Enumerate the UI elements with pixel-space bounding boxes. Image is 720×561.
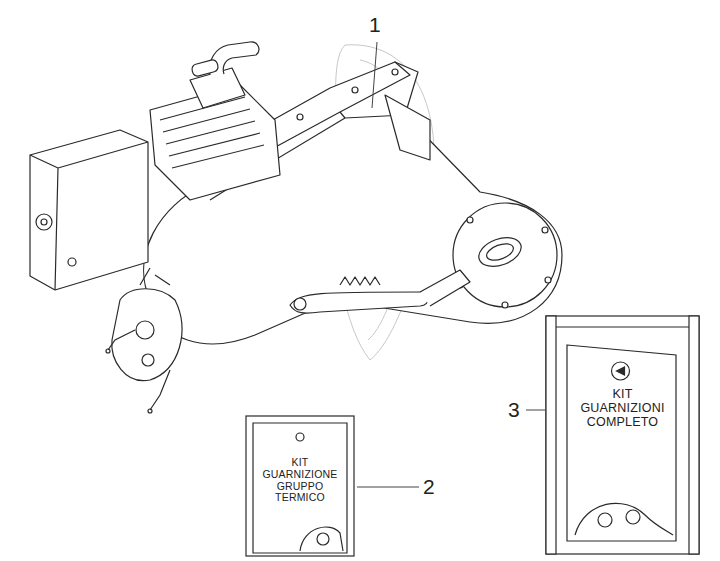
crankcase — [112, 289, 182, 381]
logo — [296, 433, 304, 441]
package-side — [546, 316, 556, 554]
kick-spring — [340, 277, 380, 285]
cover-logo-inner — [484, 241, 515, 264]
choke-knob — [191, 59, 219, 77]
transmission-cover — [144, 62, 562, 344]
cooling-fins — [160, 97, 264, 168]
air-filter-box — [30, 130, 148, 290]
callout-number: 2 — [423, 476, 435, 497]
bolt — [545, 277, 551, 283]
kit-label: KIT GUARNIZIONI COMPLETO — [573, 387, 673, 429]
bolt — [392, 69, 398, 75]
crank-boss — [136, 321, 154, 339]
bolt — [352, 87, 358, 93]
crank-boss — [142, 354, 154, 366]
gasket-drawing — [300, 527, 343, 551]
leader-line — [357, 487, 419, 488]
bolt — [542, 227, 548, 233]
gasket-hole — [317, 533, 329, 545]
callout-number: 1 — [369, 14, 381, 35]
gasket-kit-package: KIT GUARNIZIONE GRUPPO TERMICO — [245, 415, 355, 557]
filter-screw — [68, 258, 76, 266]
package-edge — [556, 326, 689, 327]
logo — [612, 362, 630, 380]
bolt — [502, 302, 508, 308]
wire — [150, 370, 170, 410]
wire-end — [148, 409, 152, 413]
gasket-hole — [598, 513, 612, 527]
gasket-hole — [626, 510, 640, 524]
gasket-drawing — [575, 503, 673, 535]
kick-arm — [420, 270, 470, 306]
package-panel — [567, 345, 676, 541]
cover-logo — [475, 232, 525, 271]
filter-edge — [30, 142, 148, 290]
package-panel — [253, 423, 347, 553]
package-side — [689, 316, 699, 554]
wire — [140, 268, 170, 285]
filter-cap — [36, 214, 52, 230]
callout-number: 3 — [508, 399, 520, 420]
lever-pivot — [294, 298, 306, 310]
package-outline — [545, 315, 700, 555]
logo-mark — [617, 367, 625, 375]
bolt — [297, 114, 303, 120]
kickstart-lever — [290, 292, 428, 313]
filter-cap-centre — [41, 219, 47, 225]
clutch-cover — [453, 203, 557, 307]
leader-line — [372, 42, 377, 108]
rear-mount — [385, 95, 430, 160]
kit-label: KIT GUARNIZIONE GRUPPO TERMICO — [261, 457, 339, 504]
gasket-kit-package: KIT GUARNIZIONI COMPLETO — [545, 315, 700, 555]
package-frame — [246, 416, 354, 556]
belt-cover — [255, 62, 410, 150]
bolt — [467, 217, 473, 223]
wire-end — [106, 349, 110, 353]
wire — [108, 330, 135, 350]
leader-line — [526, 410, 545, 411]
package-frame — [546, 316, 699, 554]
